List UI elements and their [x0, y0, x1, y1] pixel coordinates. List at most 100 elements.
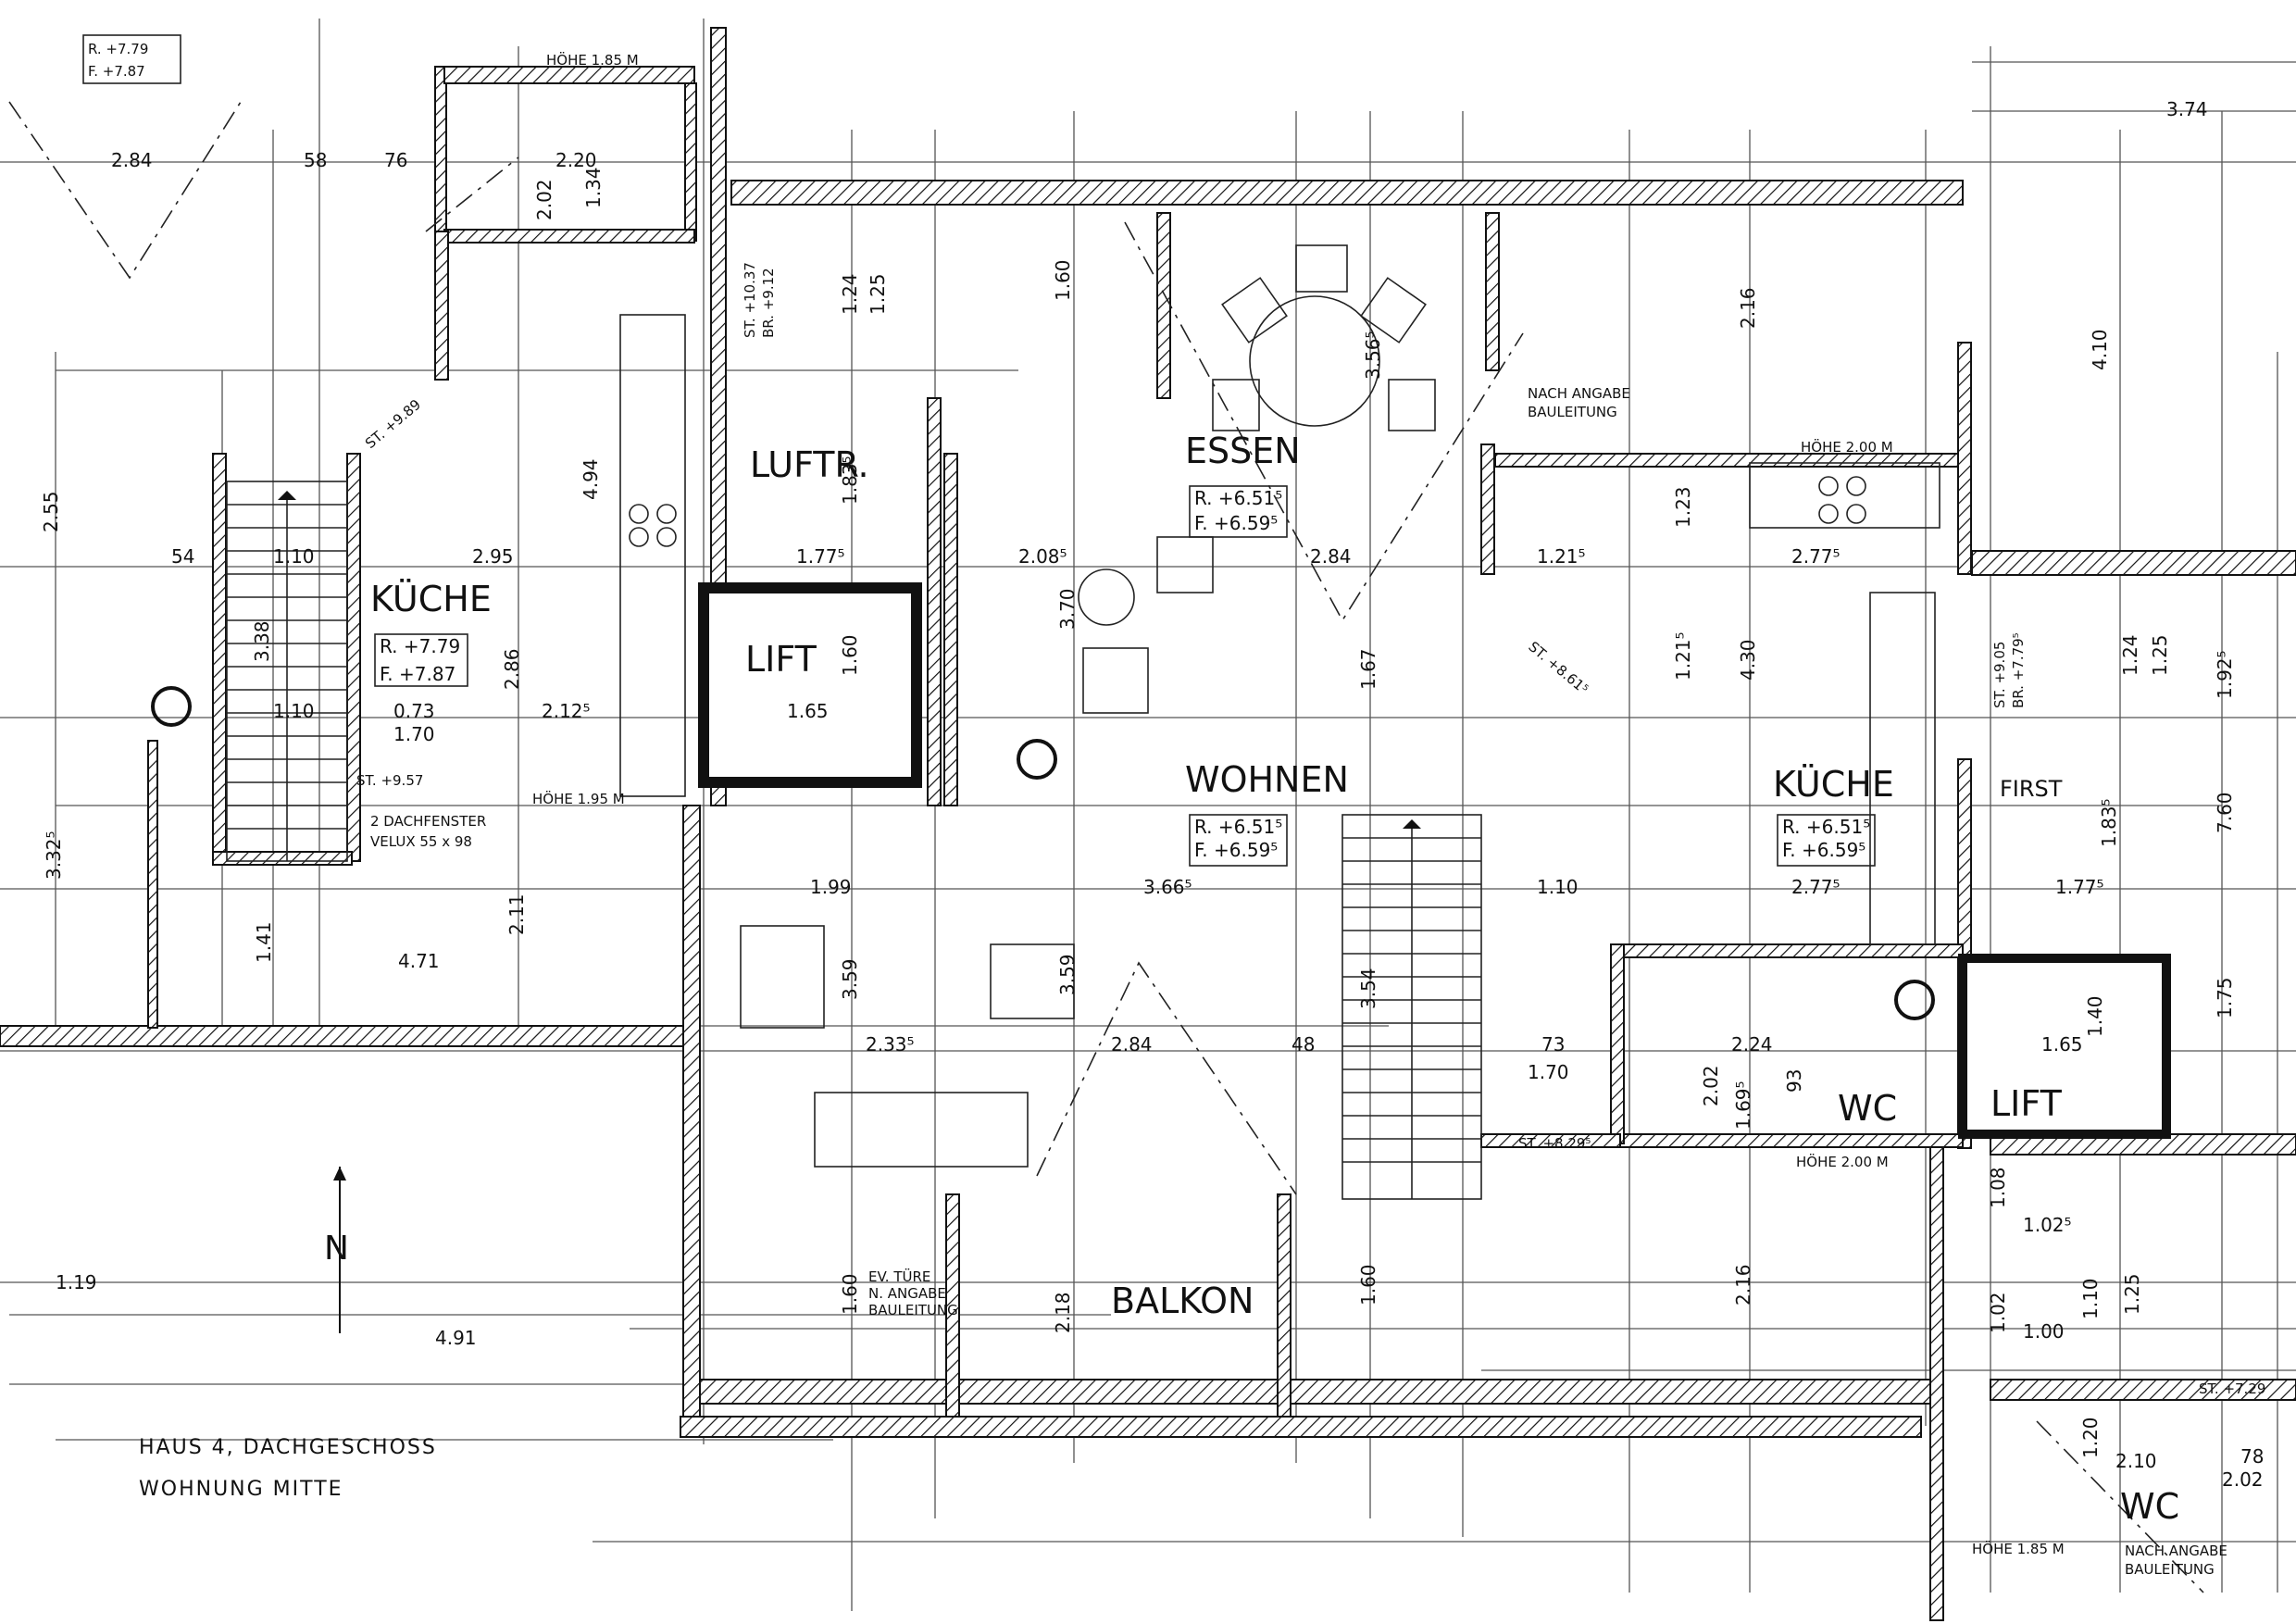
svg-text:1.02: 1.02 — [1987, 1292, 2009, 1333]
svg-text:58: 58 — [304, 149, 327, 171]
svg-text:1.24: 1.24 — [2119, 634, 2141, 676]
stair-left — [226, 481, 348, 862]
kueche-right-level-r: R. +6.51⁵ — [1782, 816, 1870, 838]
drawing-title: HAUS 4, DACHGESCHOSS WOHNUNG MITTE — [139, 1436, 437, 1501]
room-lift-left: LIFT — [745, 639, 817, 680]
svg-text:2.08⁵: 2.08⁵ — [1018, 545, 1067, 568]
note-st-989: ST. +9.89 — [362, 396, 424, 452]
north-label: N — [324, 1230, 349, 1268]
svg-text:2.84: 2.84 — [111, 149, 153, 171]
svg-text:3.54: 3.54 — [1357, 968, 1379, 1009]
note-dachfenster-1: 2 DACHFENSTER — [370, 813, 486, 830]
svg-text:0.73: 0.73 — [393, 700, 435, 722]
svg-text:2.18: 2.18 — [1052, 1292, 1074, 1333]
svg-text:2.77⁵: 2.77⁵ — [1791, 876, 1841, 898]
note-hoehe-top-left: HÖHE 1.85 M — [546, 51, 639, 69]
north-arrow: N — [324, 1167, 349, 1333]
svg-text:1.60: 1.60 — [839, 634, 861, 676]
svg-text:2.16: 2.16 — [1732, 1264, 1754, 1305]
svg-text:3.70: 3.70 — [1056, 588, 1079, 630]
svg-text:3.59: 3.59 — [839, 958, 861, 1000]
svg-text:3.38: 3.38 — [251, 620, 273, 662]
kueche-left-level-f: F. +7.87 — [380, 663, 455, 685]
svg-text:2.95: 2.95 — [472, 545, 514, 568]
note-nach-angabe-2: BAULEITUNG — [1528, 404, 1617, 420]
roof-hatch — [0, 180, 2296, 1438]
svg-text:2.24: 2.24 — [1731, 1033, 1773, 1056]
svg-text:2.84: 2.84 — [1111, 1033, 1153, 1056]
svg-text:2.33⁵: 2.33⁵ — [866, 1033, 915, 1056]
svg-text:1.67: 1.67 — [1357, 648, 1379, 690]
svg-text:1.23: 1.23 — [1672, 486, 1694, 528]
room-kueche-right: KÜCHE — [1773, 764, 1894, 805]
svg-text:1.60: 1.60 — [839, 1273, 861, 1315]
svg-text:73: 73 — [1541, 1033, 1565, 1056]
svg-text:1.92⁵: 1.92⁵ — [2214, 650, 2236, 699]
room-balkon: BALKON — [1111, 1280, 1254, 1321]
kueche-right-level-f: F. +6.59⁵ — [1782, 839, 1866, 861]
svg-text:3.66⁵: 3.66⁵ — [1143, 876, 1192, 898]
svg-text:2.55: 2.55 — [40, 491, 62, 532]
note-st-829: ST. +8.29⁵ — [1518, 1135, 1591, 1152]
room-wc-bottom: WC — [2120, 1486, 2179, 1527]
note-st-905: ST. +9.05 — [1991, 642, 2008, 708]
svg-text:2.16: 2.16 — [1737, 287, 1759, 329]
room-first: FIRST — [2000, 776, 2063, 802]
kueche-left-level-r: R. +7.79 — [380, 635, 460, 657]
svg-text:1.20: 1.20 — [2079, 1417, 2102, 1458]
svg-text:1.99: 1.99 — [810, 876, 852, 898]
note-hoehe-kitchen-left: HÖHE 1.95 M — [532, 790, 625, 807]
svg-text:1.83⁵: 1.83⁵ — [2098, 798, 2120, 847]
svg-text:1.40: 1.40 — [2084, 995, 2106, 1037]
note-dachfenster-2: VELUX 55 x 98 — [370, 833, 472, 850]
svg-text:1.65: 1.65 — [787, 700, 829, 722]
title-line-1: HAUS 4, DACHGESCHOSS — [139, 1436, 437, 1459]
note-hoehe-right-upper: HÖHE 2.00 M — [1801, 438, 1893, 456]
kitchen-units — [151, 314, 1940, 1020]
svg-text:1.70: 1.70 — [1528, 1061, 1569, 1083]
living-furniture — [740, 536, 1214, 1168]
svg-text:1.24: 1.24 — [839, 273, 861, 315]
note-br-779: BR. +7.79⁵ — [2010, 632, 2027, 708]
svg-text:4.30: 4.30 — [1737, 639, 1759, 681]
svg-text:F. +7.87: F. +7.87 — [88, 63, 145, 80]
svg-text:1.00: 1.00 — [2023, 1320, 2065, 1343]
note-st-8615: ST. +8.61⁵ — [1525, 638, 1591, 697]
svg-text:54: 54 — [171, 545, 194, 568]
svg-text:2.77⁵: 2.77⁵ — [1791, 545, 1841, 568]
note-hoehe-bottom-right: HÖHE 1.85 M — [1972, 1540, 2065, 1557]
note-hoehe-right-lower: HÖHE 2.00 M — [1796, 1153, 1889, 1170]
room-lift-right: LIFT — [1990, 1083, 2063, 1124]
svg-text:1.10: 1.10 — [273, 545, 315, 568]
stair-center — [1341, 814, 1482, 1200]
svg-text:1.10: 1.10 — [1537, 876, 1578, 898]
note-ev-tuere-1: EV. TÜRE — [868, 1268, 930, 1285]
svg-text:1.75: 1.75 — [2214, 977, 2236, 1018]
svg-text:1.70: 1.70 — [393, 723, 435, 745]
svg-text:93: 93 — [1783, 1069, 1805, 1093]
svg-text:1.25: 1.25 — [2149, 634, 2171, 676]
essen-level-r: R. +6.51⁵ — [1194, 487, 1282, 509]
roof-lines — [8, 101, 2204, 1593]
wohnen-level-f: F. +6.59⁵ — [1194, 839, 1278, 861]
note-nach-angabe-b2: BAULEITUNG — [2125, 1561, 2215, 1578]
svg-text:48: 48 — [1292, 1033, 1315, 1056]
lift-shafts — [698, 582, 2171, 1139]
svg-text:4.10: 4.10 — [2089, 329, 2111, 370]
annotations: HÖHE 1.85 M HÖHE 1.95 M HÖHE 2.00 M HÖHE… — [356, 51, 2265, 1578]
svg-text:1.65: 1.65 — [2041, 1033, 2083, 1056]
dimension-grid — [0, 19, 2296, 1611]
svg-text:2.84: 2.84 — [1310, 545, 1352, 568]
note-st-957: ST. +9.57 — [356, 772, 423, 789]
note-st-1037: ST. +10.37 — [742, 262, 758, 338]
svg-text:3.32⁵: 3.32⁵ — [43, 831, 65, 880]
svg-text:78: 78 — [2240, 1445, 2264, 1468]
svg-text:2.10: 2.10 — [2115, 1450, 2157, 1472]
svg-text:1.34: 1.34 — [582, 167, 605, 208]
svg-text:3.74: 3.74 — [2166, 98, 2208, 120]
svg-text:1.21⁵: 1.21⁵ — [1537, 545, 1586, 568]
dimension-labels: 2.84 58 76 2.20 2.02 1.34 3.74 2.16 4.10… — [40, 98, 2264, 1491]
svg-text:3.56⁵: 3.56⁵ — [1362, 331, 1384, 380]
note-br-912: BR. +9.12 — [760, 268, 777, 338]
